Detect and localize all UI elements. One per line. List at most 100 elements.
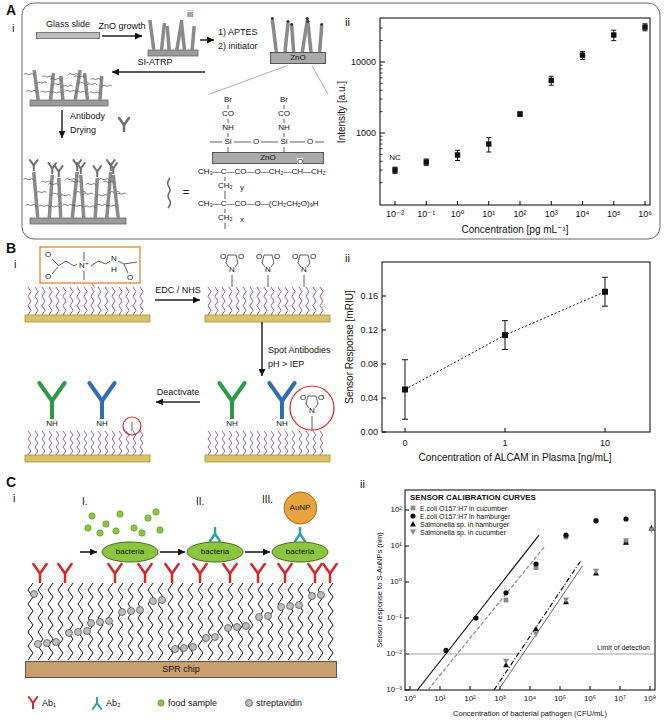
axis-tick (488, 201, 489, 205)
zwitterionic-brush (42, 287, 45, 315)
data-point (533, 632, 539, 637)
streptavidin (97, 619, 104, 626)
zwitterionic-brush (264, 431, 267, 455)
chemical-bond (284, 119, 285, 123)
zwitterionic-brush (84, 431, 87, 455)
data-point (533, 561, 538, 566)
chemical-bond (225, 191, 226, 199)
legend-symbol (410, 521, 416, 526)
panel-letter: B (6, 241, 16, 255)
data-point (502, 332, 508, 338)
zno-nanorod (192, 26, 194, 50)
food-sample-particle (113, 528, 119, 534)
zwitterionic-brush (264, 287, 267, 315)
capture-antibody (323, 564, 336, 574)
zno-layer (148, 50, 198, 56)
legend-text: Salmonella sp. in cucumber (420, 529, 506, 536)
streptavidin (225, 625, 232, 632)
process-arrow (80, 551, 97, 553)
atom-label: NH (96, 420, 108, 428)
chart-title: SENSOR CALIBRATION CURVES (410, 494, 536, 502)
zwitterionic-brush (271, 287, 274, 315)
zwitterionic-brush (42, 431, 45, 455)
zwitterionic-brush (320, 431, 323, 455)
atom-label: O (300, 394, 306, 402)
capture-antibody (33, 564, 46, 574)
tick-label: 10⁻¹ (417, 210, 435, 219)
zno-nanorod (61, 76, 63, 100)
tick-label: 10² (513, 210, 526, 219)
error-bar (502, 349, 508, 350)
zoom-line (210, 66, 286, 94)
atom-label: NH (222, 124, 234, 132)
data-point (455, 152, 460, 157)
zno-nanorod (34, 70, 38, 100)
chemical-bond (225, 209, 226, 213)
polymer-brush (298, 583, 303, 660)
step-label: EDC / NHS (155, 286, 201, 295)
tick-label: 10⁷ (614, 695, 626, 703)
axis-tick (380, 182, 383, 183)
axis-tick (405, 582, 409, 583)
subpanel-label: ii (345, 17, 350, 28)
chemical-bond (284, 133, 285, 137)
atom-label: NH (226, 420, 238, 428)
atom-label: N (301, 266, 307, 274)
zwitterionic-brush (236, 287, 239, 315)
axis-tick (551, 201, 552, 205)
polymer-brush (36, 82, 47, 84)
polymer-brush (36, 191, 47, 193)
tick-label: 1000 (356, 129, 376, 138)
atom-label: N⁺ (79, 262, 89, 270)
chemical-bond (290, 142, 305, 143)
streptavidin (75, 629, 82, 636)
zwitterionic-brush (91, 431, 94, 455)
tick-label: 10² (464, 695, 476, 703)
atom-label: NH (46, 420, 58, 428)
polymer-brush (198, 583, 203, 660)
axis-tick (426, 201, 427, 205)
antibody (219, 383, 244, 401)
zwitterionic-brush (70, 287, 73, 315)
polymer-brush (68, 74, 79, 76)
subpanel-label: i (13, 493, 15, 504)
axis-title: Intensity [a.u.] (337, 81, 347, 143)
zwitterionic-brush (70, 431, 73, 455)
streptavidin (53, 639, 60, 646)
polymer-brush (89, 92, 100, 94)
axis-tick (380, 68, 383, 69)
axis-tick (380, 111, 383, 112)
polymer-brush (51, 92, 62, 94)
polymer-brush (208, 583, 213, 660)
data-point (594, 518, 599, 523)
tick-label: 0.04 (360, 394, 378, 403)
polymer-brush (268, 583, 273, 660)
atom-label: Si (280, 138, 287, 146)
data-point (623, 516, 628, 521)
food-sample-particle (145, 515, 151, 521)
initiator-group (320, 23, 323, 26)
zwitterionic-brush (257, 431, 260, 455)
capture-antibody (308, 564, 321, 574)
streptavidin (172, 646, 179, 653)
atom-label: N (309, 407, 315, 415)
zwitterionic-brush (257, 287, 260, 315)
chemical-bond (284, 105, 285, 109)
polymer-brush (26, 90, 37, 92)
tick-label: 10⁰ (404, 695, 416, 703)
data-point (486, 141, 491, 146)
zwitterionic-brush (292, 431, 295, 455)
atom-label: CO (278, 110, 290, 118)
flow-arrow (245, 551, 270, 553)
atom-label: O (253, 138, 259, 146)
tick-label: 10³ (494, 695, 506, 703)
calibration-line (428, 546, 545, 690)
zwitterionic-brush (299, 431, 302, 455)
axis-tick (405, 428, 406, 432)
streptavidin (212, 634, 219, 641)
atom-label: O (307, 138, 313, 146)
antibody-icon (119, 118, 129, 125)
tick-label: 10³ (545, 210, 558, 219)
tick-label: 10⁰ (451, 210, 465, 219)
